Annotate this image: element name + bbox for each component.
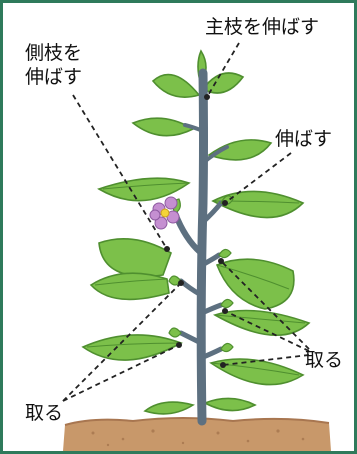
label-side-branch-line2: 伸ばす <box>25 65 82 89</box>
flower <box>150 197 179 229</box>
label-remove-right: 取る <box>305 348 343 372</box>
label-remove-left: 取る <box>25 401 63 425</box>
label-side-branch-line1: 側枝を <box>25 41 82 65</box>
label-main-stem: 主枝を伸ばす <box>205 15 319 39</box>
leaves <box>83 51 309 414</box>
label-side-branch: 側枝を 伸ばす <box>25 41 82 89</box>
label-extend: 伸ばす <box>275 127 332 151</box>
soil <box>63 418 331 451</box>
